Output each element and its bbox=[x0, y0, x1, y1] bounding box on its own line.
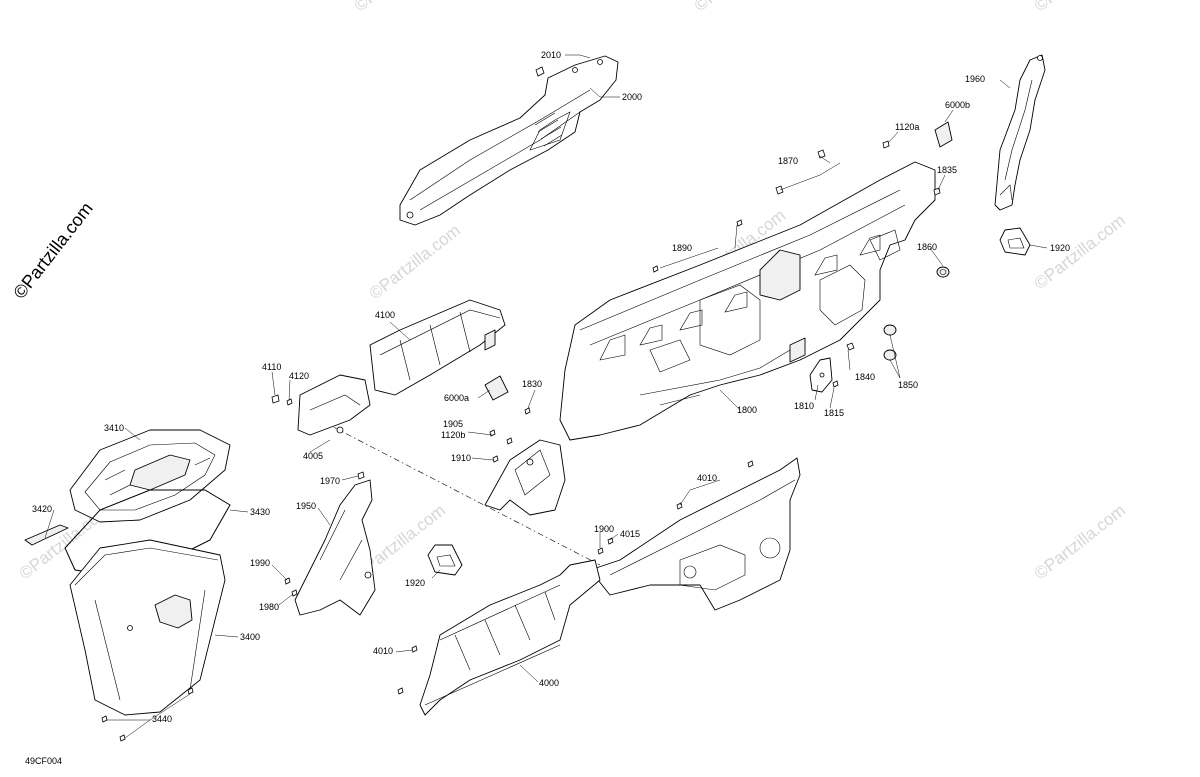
callout-4010-bottom: 4010 bbox=[373, 646, 393, 656]
watermark-text: ©Partzilla.com bbox=[366, 221, 464, 304]
part-1970-screw bbox=[357, 471, 365, 480]
part-1950-panel bbox=[294, 479, 376, 616]
part-4010-screws-bottom bbox=[397, 645, 418, 695]
callout-1920-lower: 1920 bbox=[405, 578, 425, 588]
part-1980-fastener bbox=[291, 589, 298, 597]
callout-6000b: 6000b bbox=[945, 100, 970, 110]
assembly-axis-line bbox=[309, 414, 601, 566]
callout-1850: 1850 bbox=[898, 380, 918, 390]
part-4100-duct bbox=[369, 299, 506, 396]
callout-4000: 4000 bbox=[539, 678, 559, 688]
part-1800-rear-wall bbox=[559, 161, 936, 441]
callout-1830: 1830 bbox=[522, 379, 542, 389]
part-1920-handle-lower bbox=[427, 544, 463, 576]
callout-2000: 2000 bbox=[622, 92, 642, 102]
part-1810-bracket bbox=[809, 357, 833, 393]
leader-lines bbox=[44, 54, 1048, 739]
callout-3410: 3410 bbox=[104, 423, 124, 433]
watermark-text: ©Partzilla.com bbox=[1031, 211, 1129, 294]
callout-1815: 1815 bbox=[824, 408, 844, 418]
callout-1120b: 1120b bbox=[441, 430, 465, 440]
callout-4120: 4120 bbox=[289, 371, 309, 381]
watermark-text: ©Partzilla.com bbox=[1031, 501, 1129, 584]
partzilla-watermark: ©Partzilla.com bbox=[9, 199, 96, 303]
part-4120-fastener bbox=[286, 398, 293, 406]
callout-1980: 1980 bbox=[259, 602, 279, 612]
part-1870-screws bbox=[775, 149, 826, 195]
part-1890-screws bbox=[652, 219, 743, 273]
callout-3420: 3420 bbox=[32, 504, 52, 514]
callout-3430: 3430 bbox=[250, 507, 270, 517]
part-4010-right-panel bbox=[589, 457, 801, 611]
part-3440-screws bbox=[101, 687, 194, 742]
watermark-text: ©Partzilla.com bbox=[691, 0, 789, 15]
callout-1870: 1870 bbox=[778, 156, 798, 166]
callout-1800: 1800 bbox=[737, 405, 757, 415]
callout-1920-top: 1920 bbox=[1050, 243, 1070, 253]
part-2010-screw bbox=[535, 66, 545, 77]
callout-1990: 1990 bbox=[250, 558, 270, 568]
callout-1890: 1890 bbox=[672, 243, 692, 253]
watermark-text: ©Partzilla.com bbox=[351, 0, 449, 15]
part-1815-screw bbox=[832, 380, 839, 388]
watermark-text: ©Partzilla.com bbox=[1031, 0, 1129, 15]
callout-1970: 1970 bbox=[320, 476, 340, 486]
part-3400-box bbox=[69, 539, 226, 716]
part-1905-screws bbox=[489, 407, 531, 463]
part-1120a-screw bbox=[882, 140, 890, 149]
part-3420-seal bbox=[24, 524, 69, 546]
callout-2010: 2010 bbox=[541, 50, 561, 60]
part-3410-lid bbox=[69, 429, 231, 523]
part-4010-screws-top bbox=[676, 460, 754, 510]
callout-1910: 1910 bbox=[451, 453, 471, 463]
part-4110-fastener bbox=[271, 394, 280, 404]
callout-3440: 3440 bbox=[152, 714, 172, 724]
part-1920-handle-top bbox=[999, 227, 1031, 256]
part-1835-fastener bbox=[933, 187, 941, 196]
callout-4005: 4005 bbox=[303, 451, 323, 461]
callout-1860: 1860 bbox=[917, 242, 937, 252]
callout-1950: 1950 bbox=[296, 501, 316, 511]
callout-1810: 1810 bbox=[794, 401, 814, 411]
part-1840-fastener bbox=[846, 342, 855, 351]
callout-labels: 2010 2000 1960 6000b 1120a 1870 1835 189… bbox=[32, 50, 1070, 724]
callout-4100: 4100 bbox=[375, 310, 395, 320]
callout-4010-top: 4010 bbox=[697, 473, 717, 483]
part-6000a-clip bbox=[484, 375, 509, 401]
callout-1960: 1960 bbox=[965, 74, 985, 84]
part-1900-screws bbox=[597, 537, 614, 555]
part-6000b-clip bbox=[934, 121, 953, 148]
callout-6000a: 6000a bbox=[444, 393, 469, 403]
diagram-code: 49CF004 bbox=[25, 756, 62, 766]
part-4005-arm bbox=[297, 374, 371, 436]
callout-4110: 4110 bbox=[262, 362, 281, 372]
callout-1840: 1840 bbox=[855, 372, 875, 382]
callout-1835: 1835 bbox=[937, 165, 957, 175]
part-1830-bracket bbox=[484, 439, 566, 516]
part-2000-upper-panel bbox=[399, 55, 619, 226]
callout-1900: 1900 bbox=[594, 524, 614, 534]
part-1850-grommets bbox=[883, 324, 897, 361]
callout-1120a: 1120a bbox=[895, 122, 919, 132]
callout-1905: 1905 bbox=[443, 419, 463, 429]
part-1960-side-panel bbox=[994, 54, 1046, 211]
part-1860-grommet bbox=[936, 266, 950, 278]
callout-3400: 3400 bbox=[240, 632, 260, 642]
callout-4015: 4015 bbox=[620, 529, 640, 539]
part-4000-lower-duct bbox=[419, 559, 601, 716]
